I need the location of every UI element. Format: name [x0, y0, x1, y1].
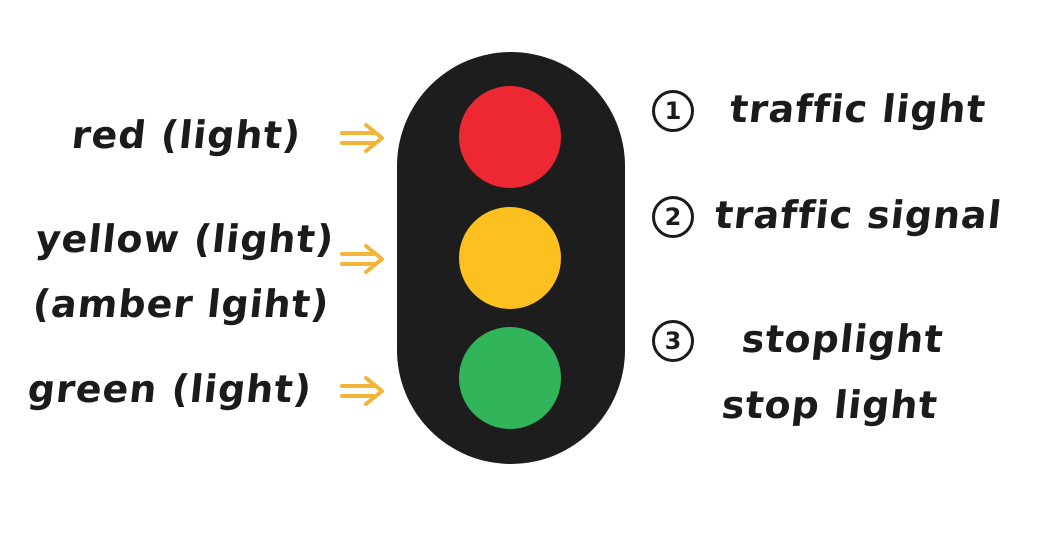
amber-light-label: (amber lgiht) [30, 282, 332, 326]
green-light-label: green (light) [25, 367, 315, 411]
traffic-light-housing [397, 52, 625, 464]
number-badge-2: 2 [652, 196, 694, 238]
red-light-label: red (light) [69, 113, 304, 157]
green-lamp [459, 327, 561, 429]
name-stop-light: stop light [719, 383, 941, 427]
red-lamp [459, 86, 561, 188]
double-arrow-icon [340, 244, 384, 274]
yellow-lamp [459, 207, 561, 309]
number-badge-1: 1 [652, 90, 694, 132]
double-arrow-icon [340, 376, 384, 406]
name-traffic-signal: traffic signal [712, 193, 1005, 237]
name-stoplight: stoplight [739, 317, 946, 361]
yellow-light-label: yellow (light) [33, 217, 337, 261]
number-badge-3: 3 [652, 320, 694, 362]
name-traffic-light: traffic light [727, 87, 989, 131]
double-arrow-icon [340, 123, 384, 153]
